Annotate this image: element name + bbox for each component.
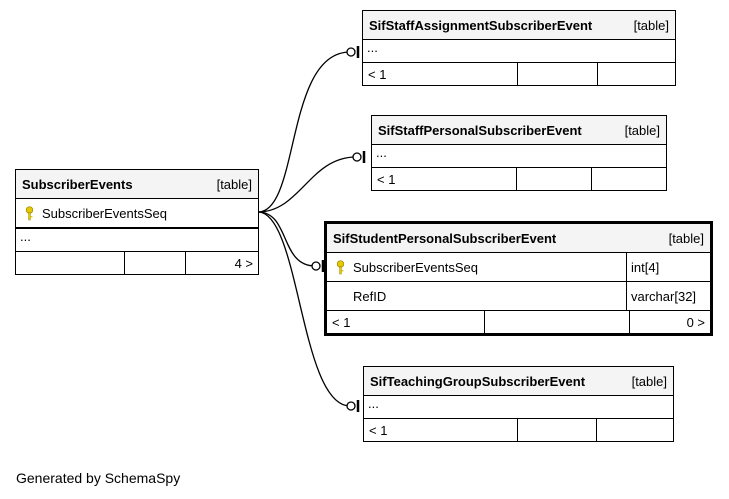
connector-end-circle-3 [311, 261, 321, 271]
connector-staff-personal [257, 156, 357, 213]
table-kind: [table] [668, 230, 704, 246]
table-footer: < 1 [363, 63, 675, 85]
child-count[interactable]: 4 > [185, 252, 258, 274]
table-footer: < 1 0 > [327, 311, 710, 333]
footer-cell [517, 419, 596, 441]
footer-cell [597, 63, 675, 85]
table-ellipsis: ... [16, 229, 258, 252]
child-count[interactable]: 0 > [629, 311, 710, 333]
parent-count[interactable]: < 1 [332, 314, 351, 330]
footer-cell [591, 168, 666, 190]
table-name[interactable]: SifStaffPersonalSubscriberEvent [378, 122, 582, 138]
table-kind: [table] [633, 17, 669, 33]
table-footer: 4 > [16, 252, 258, 274]
connector-staff-assignment [257, 51, 351, 213]
parent-count[interactable]: < 1 [377, 171, 396, 187]
column-type: int[4] [626, 253, 710, 281]
column-row[interactable]: SubscriberEventsSeq [16, 199, 258, 229]
connector-end-circle-4 [346, 401, 356, 411]
column-type: varchar[32] [626, 282, 710, 310]
table-header: SifStaffAssignmentSubscriberEvent [table… [363, 11, 675, 40]
table-sif-teaching-group-subscriber-event[interactable]: SifTeachingGroupSubscriberEvent [table] … [363, 366, 674, 442]
footer-cell [596, 419, 673, 441]
footer-cell [517, 63, 597, 85]
column-name: RefID [353, 288, 387, 304]
footer-cell [16, 252, 124, 274]
table-ellipsis: ... [363, 40, 675, 63]
parent-count[interactable]: < 1 [369, 422, 388, 438]
table-header: SifTeachingGroupSubscriberEvent [table] [364, 367, 673, 396]
table-header: SifStudentPersonalSubscriberEvent [table… [327, 224, 710, 253]
connector-student-personal [257, 211, 316, 267]
connector-end-circle-1 [346, 47, 356, 57]
table-kind: [table] [624, 122, 660, 138]
table-kind: [table] [216, 176, 252, 192]
connector-teaching-group [257, 211, 351, 407]
connector-end-circle-2 [352, 152, 362, 162]
key-icon [333, 259, 347, 275]
table-sif-student-personal-subscriber-event[interactable]: SifStudentPersonalSubscriberEvent [table… [324, 221, 713, 336]
table-ellipsis: ... [372, 145, 666, 168]
table-name[interactable]: SifStaffAssignmentSubscriberEvent [369, 17, 593, 33]
table-name[interactable]: SifStudentPersonalSubscriberEvent [333, 230, 557, 246]
table-sif-staff-personal-subscriber-event[interactable]: SifStaffPersonalSubscriberEvent [table] … [371, 115, 667, 191]
key-icon [22, 205, 36, 221]
column-name: SubscriberEventsSeq [353, 259, 479, 275]
footer-cell [516, 168, 591, 190]
parent-count[interactable]: < 1 [368, 66, 387, 82]
table-header: SifStaffPersonalSubscriberEvent [table] [372, 116, 666, 145]
table-name[interactable]: SifTeachingGroupSubscriberEvent [370, 373, 586, 389]
table-footer: < 1 [372, 168, 666, 190]
table-kind: [table] [631, 373, 667, 389]
table-subscriber-events[interactable]: SubscriberEvents [table] SubscriberEvent… [15, 169, 259, 275]
footer-cell [124, 252, 185, 274]
table-footer: < 1 [364, 419, 673, 441]
footer-cell [484, 311, 629, 333]
table-header: SubscriberEvents [table] [16, 170, 258, 199]
table-name[interactable]: SubscriberEvents [22, 176, 133, 192]
column-name: SubscriberEventsSeq [42, 205, 168, 221]
generated-by-label: Generated by SchemaSpy [16, 470, 181, 486]
table-ellipsis: ... [364, 396, 673, 419]
column-row[interactable]: SubscriberEventsSeq int[4] [327, 253, 710, 282]
column-row[interactable]: RefID varchar[32] [327, 282, 710, 311]
table-sif-staff-assignment-subscriber-event[interactable]: SifStaffAssignmentSubscriberEvent [table… [362, 10, 676, 86]
